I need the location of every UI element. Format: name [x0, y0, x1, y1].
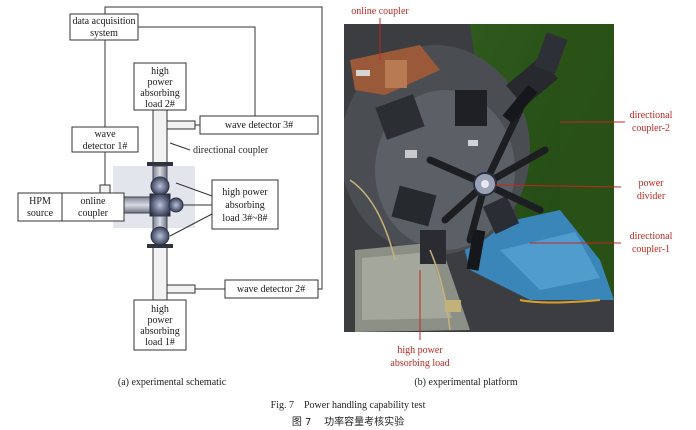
hpm-label-1: HPM	[29, 196, 51, 207]
online-coupler-photo-label: online coupler	[351, 6, 409, 17]
waveguide-lower	[152, 244, 168, 301]
leader-lines	[169, 142, 213, 237]
oc-label-1: online	[81, 196, 107, 207]
daq-label-1: data acquisition	[72, 16, 135, 27]
figure-caption-en: Fig. 7 Power handling capability test	[271, 400, 426, 411]
detector3-port	[166, 120, 196, 130]
load2-label-2: power	[148, 77, 174, 88]
side-disc	[168, 197, 184, 213]
load2-label-3: absorbing	[140, 88, 179, 99]
load1-label-4: load 1#	[145, 337, 175, 348]
load-2-box	[133, 62, 187, 111]
load-3-8-box	[211, 179, 279, 230]
lower-disc	[150, 226, 170, 246]
photo-leaders	[379, 18, 625, 340]
load38-label-2: absorbing	[225, 200, 264, 211]
pd-label-2: divider	[637, 191, 666, 202]
dc1-label-1: directional	[630, 231, 673, 242]
waveguide-upper	[152, 109, 168, 166]
center-hub	[149, 193, 171, 217]
platform-photo	[344, 24, 614, 332]
platform-caption: (b) experimental platform	[414, 377, 518, 388]
wave-detector-3-box	[199, 115, 319, 135]
wd3-label: wave detector 3#	[225, 120, 293, 131]
upper-disc	[150, 176, 170, 196]
figure-caption-cn: 图 7 功率容量考核实验	[292, 415, 404, 428]
dc2-label-2: coupler-2	[632, 123, 670, 134]
online-coupler-box	[61, 192, 125, 222]
schematic-labels: data acquisition system wave detector 1#…	[27, 16, 305, 388]
wave-detector-1-box	[71, 126, 139, 153]
detector2-port	[166, 284, 196, 294]
dc1-label-2: coupler-1	[632, 244, 670, 255]
load1-label-3: absorbing	[140, 326, 179, 337]
daq-box	[69, 13, 139, 41]
wd1-label-1: wave	[94, 129, 116, 140]
load1-label-1: high	[151, 304, 169, 315]
schematic-panel	[17, 6, 323, 351]
load38-label-3: load 3#~8#	[222, 213, 267, 224]
pd-label-1: power	[639, 178, 665, 189]
load-1-box	[133, 299, 187, 351]
wd2-label: wave detector 2#	[237, 284, 305, 295]
signal-wires	[104, 6, 323, 290]
load38-label-1: high power	[222, 187, 268, 198]
oc-label-2: coupler	[78, 208, 109, 219]
load1-label-2: power	[148, 315, 174, 326]
hpm-label-2: source	[27, 208, 54, 219]
photo-labels: online coupler directional coupler-2 pow…	[351, 6, 672, 388]
schematic-caption: (a) experimental schematic	[118, 377, 227, 388]
load2-label-4: load 2#	[145, 99, 175, 110]
dc2-label-1: directional	[630, 110, 673, 121]
hpm-source-box	[17, 192, 63, 222]
load2-label-1: high	[151, 66, 169, 77]
wd1-label-2: detector 1#	[83, 141, 128, 152]
flange-lower	[147, 244, 173, 248]
flange-upper	[147, 162, 173, 166]
directional-coupler-label: directional coupler	[193, 145, 269, 156]
wave-detector-2-box	[224, 279, 319, 299]
abs-load-label-1: high power	[397, 345, 443, 356]
abs-load-label-2: absorbing load	[390, 358, 449, 369]
daq-label-2: system	[90, 28, 118, 39]
